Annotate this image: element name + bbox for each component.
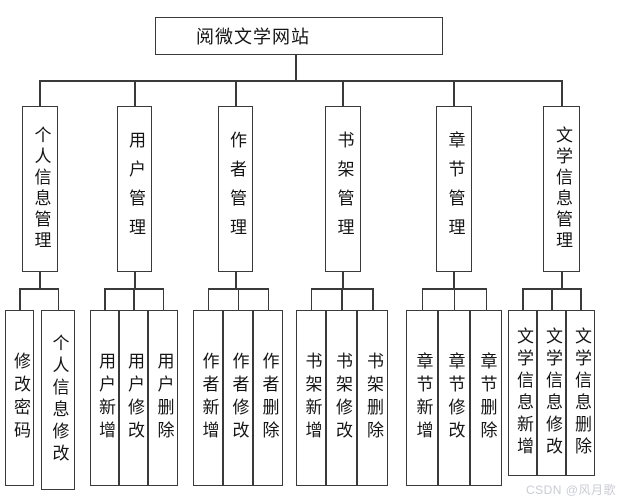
node-label: 文学信息修改 bbox=[542, 327, 562, 459]
node-label: 文学信息删除 bbox=[571, 327, 591, 459]
node-label: 书架修改 bbox=[332, 352, 352, 444]
connector-drop-col5 bbox=[453, 272, 455, 288]
connector-child-stub bbox=[421, 288, 423, 310]
node-label: 书架删除 bbox=[363, 352, 383, 444]
node-author-management: 作者管理 bbox=[218, 106, 253, 272]
node-user-edit: 用户修改 bbox=[119, 310, 148, 486]
connector-child-stub bbox=[522, 288, 524, 310]
node-root: 阅微文学网站 bbox=[155, 17, 443, 55]
connector-drop-col2 bbox=[134, 272, 136, 288]
node-label: 文学信息管理 bbox=[552, 126, 572, 252]
connector-stub-col4 bbox=[342, 80, 344, 106]
node-label: 章节新增 bbox=[412, 352, 433, 444]
connector-child-stub bbox=[162, 288, 164, 310]
connector-child-stub bbox=[580, 288, 582, 310]
node-change-password: 修改密码 bbox=[5, 310, 34, 486]
node-label: 个人信息修改 bbox=[48, 334, 69, 466]
connector-child-stub bbox=[551, 288, 553, 310]
connector-stub-col2 bbox=[134, 80, 136, 106]
connector-child-stub bbox=[485, 288, 487, 310]
connector-main-rail bbox=[40, 80, 562, 82]
connector-child-stub bbox=[267, 288, 269, 310]
connector-drop-col1 bbox=[39, 272, 41, 288]
node-bookshelf-delete: 书架删除 bbox=[357, 310, 388, 486]
node-label: 书架新增 bbox=[301, 352, 322, 444]
node-label: 书架管理 bbox=[333, 131, 354, 247]
node-bookshelf-add: 书架新增 bbox=[296, 310, 326, 486]
connector-drop-col6 bbox=[561, 272, 563, 288]
node-label: 章节修改 bbox=[444, 352, 465, 444]
node-label: 作者新增 bbox=[198, 352, 219, 444]
connector-child-stub bbox=[57, 288, 59, 310]
connector-child-stub bbox=[19, 288, 21, 310]
node-bookshelf-edit: 书架修改 bbox=[326, 310, 357, 486]
connector-child-stub bbox=[341, 288, 343, 310]
node-literature-info-delete: 文学信息删除 bbox=[566, 310, 595, 476]
node-label: 文学信息新增 bbox=[513, 327, 533, 459]
connector-child-stub bbox=[104, 288, 106, 310]
connector-child-rail-col1 bbox=[19, 288, 59, 290]
csdn-watermark: CSDN @风月歌 bbox=[525, 483, 616, 497]
node-root-label: 阅微文学网站 bbox=[196, 27, 310, 48]
node-bookshelf-management: 书架管理 bbox=[325, 106, 361, 272]
node-label: 用户新增 bbox=[95, 352, 115, 444]
node-author-add: 作者新增 bbox=[193, 310, 223, 486]
node-personal-info-edit: 个人信息修改 bbox=[41, 310, 75, 490]
node-label: 用户管理 bbox=[125, 131, 145, 247]
connector-stub-col5 bbox=[453, 80, 455, 106]
node-chapter-add: 章节新增 bbox=[406, 310, 438, 486]
node-label: 章节删除 bbox=[476, 352, 497, 444]
node-literature-info-management: 文学信息管理 bbox=[543, 106, 580, 272]
node-personal-info-management: 个人信息管理 bbox=[22, 106, 58, 272]
node-label: 作者删除 bbox=[258, 352, 279, 444]
node-chapter-management: 章节管理 bbox=[436, 106, 472, 272]
node-chapter-delete: 章节删除 bbox=[470, 310, 502, 486]
connector-stub-col1 bbox=[39, 80, 41, 106]
connector-child-stub bbox=[372, 288, 374, 310]
node-label: 章节管理 bbox=[444, 131, 465, 247]
node-author-delete: 作者删除 bbox=[253, 310, 283, 486]
connector-child-stub bbox=[453, 288, 455, 310]
node-label: 个人信息管理 bbox=[30, 126, 51, 252]
node-label: 修改密码 bbox=[10, 352, 30, 444]
node-chapter-edit: 章节修改 bbox=[438, 310, 470, 486]
node-label: 作者修改 bbox=[228, 352, 249, 444]
connector-root-vertical bbox=[295, 55, 297, 80]
node-label: 用户删除 bbox=[153, 352, 174, 444]
connector-child-stub bbox=[237, 288, 239, 310]
node-label: 作者管理 bbox=[226, 131, 246, 247]
node-label: 用户修改 bbox=[124, 352, 144, 444]
node-user-delete: 用户删除 bbox=[148, 310, 178, 486]
connector-drop-col3 bbox=[235, 272, 237, 288]
connector-child-stub bbox=[207, 288, 209, 310]
connector-child-stub bbox=[310, 288, 312, 310]
node-literature-info-edit: 文学信息修改 bbox=[537, 310, 566, 476]
connector-drop-col4 bbox=[342, 272, 344, 288]
connector-stub-col3 bbox=[235, 80, 237, 106]
node-literature-info-add: 文学信息新增 bbox=[508, 310, 537, 476]
node-author-edit: 作者修改 bbox=[223, 310, 253, 486]
connector-stub-col6 bbox=[561, 80, 563, 106]
node-user-management: 用户管理 bbox=[117, 106, 152, 272]
node-user-add: 用户新增 bbox=[90, 310, 119, 486]
connector-child-stub bbox=[133, 288, 135, 310]
